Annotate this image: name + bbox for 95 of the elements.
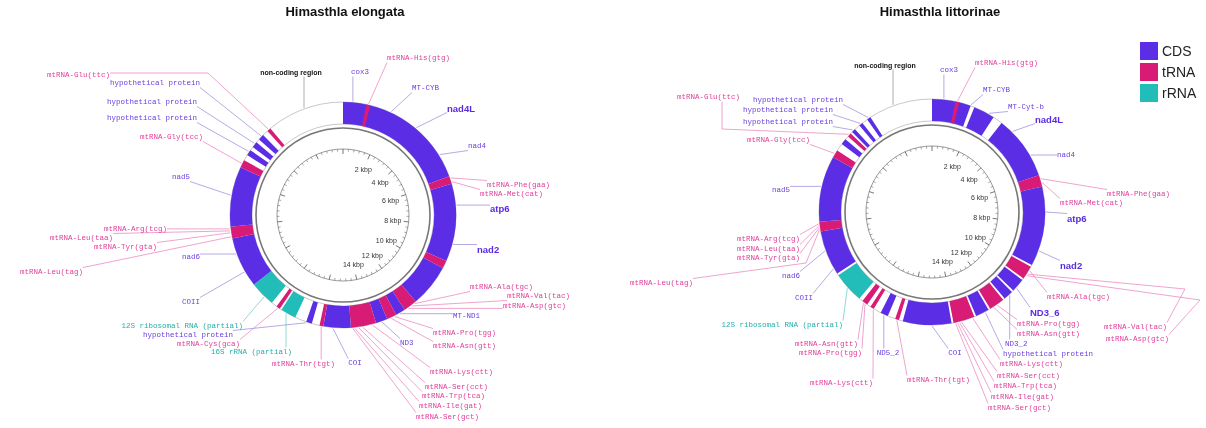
leader-line xyxy=(959,322,995,382)
leader-line xyxy=(970,94,984,106)
leader-line xyxy=(411,300,508,307)
leader-line xyxy=(812,268,834,294)
leader-line xyxy=(1009,295,1011,340)
legend-label: tRNA xyxy=(1162,63,1196,80)
legend-label: rRNA xyxy=(1162,84,1197,101)
leader-line xyxy=(372,324,431,368)
leader-line xyxy=(1016,287,1031,308)
leader-line xyxy=(196,122,249,152)
leader-line xyxy=(390,317,434,342)
leader-line xyxy=(957,322,992,393)
leader-line xyxy=(955,323,989,404)
leader-line xyxy=(390,92,413,113)
leader-line xyxy=(809,144,835,154)
leader-line xyxy=(721,101,849,135)
leader-line xyxy=(199,87,262,137)
leader-line xyxy=(414,291,471,304)
leader-line xyxy=(399,313,454,315)
leader-line xyxy=(883,314,885,349)
leader-line xyxy=(961,321,998,372)
leader-line xyxy=(352,328,417,413)
leader-line xyxy=(239,308,278,340)
leader-line xyxy=(861,303,866,349)
leader-line xyxy=(931,325,949,349)
leader-line xyxy=(943,74,945,99)
gene-label: nad4L xyxy=(447,103,475,113)
leader-line xyxy=(451,181,481,190)
leader-line xyxy=(112,230,231,234)
leader-line xyxy=(997,305,1018,320)
leader-line xyxy=(358,327,423,392)
leader-line xyxy=(872,309,874,379)
leader-line xyxy=(320,326,322,360)
leader-line xyxy=(957,67,976,102)
gene-label: atp6 xyxy=(1067,213,1087,223)
leader-line xyxy=(196,106,255,144)
leader-line xyxy=(1040,178,1108,190)
leader-line xyxy=(439,150,469,155)
leader-line xyxy=(303,76,305,109)
leader-line xyxy=(232,322,307,331)
leader-line xyxy=(988,111,1009,114)
gene-label: nad4L xyxy=(1035,114,1063,124)
leader-line xyxy=(692,229,820,279)
leader-line xyxy=(109,72,269,130)
leader-line xyxy=(82,236,232,268)
map-title: Himasthla elongata xyxy=(285,4,405,19)
leader-line xyxy=(972,318,1001,360)
leader-line xyxy=(1045,211,1068,214)
leader-line xyxy=(799,227,820,254)
leader-line xyxy=(842,287,848,321)
leader-line xyxy=(456,204,491,206)
leader-line xyxy=(285,313,287,348)
gene-label: nad2 xyxy=(477,244,500,254)
gene-label: atp6 xyxy=(490,203,510,213)
legend-label: CDS xyxy=(1162,42,1192,59)
gene-label: ND3_6 xyxy=(1030,307,1060,317)
leader-line xyxy=(1030,154,1058,156)
leader-line xyxy=(1029,270,1048,293)
leader-line xyxy=(799,223,819,235)
leader-line xyxy=(993,307,1018,330)
leader-line xyxy=(352,76,354,102)
leader-line xyxy=(408,308,504,309)
leader-line xyxy=(156,232,231,243)
leader-line xyxy=(1041,182,1061,199)
leader-line xyxy=(1012,123,1036,132)
leader-line xyxy=(381,321,401,339)
leader-line xyxy=(199,253,237,255)
leader-line xyxy=(368,62,388,105)
leader-line xyxy=(199,271,245,298)
leader-line xyxy=(842,104,869,118)
leader-line xyxy=(985,312,1004,350)
leader-line xyxy=(892,69,894,106)
leader-line xyxy=(415,112,448,129)
leader-line xyxy=(789,186,822,187)
leader-line xyxy=(450,177,488,181)
leader-line xyxy=(1027,273,1186,323)
leader-line xyxy=(1038,250,1061,261)
leader-line xyxy=(799,250,826,272)
leader-line xyxy=(857,302,864,340)
leader-line xyxy=(202,141,242,164)
leader-line xyxy=(332,328,349,359)
leader-line xyxy=(189,181,232,196)
leader-line xyxy=(452,244,478,245)
leader-line xyxy=(1026,275,1201,335)
leader-line xyxy=(394,316,434,329)
leader-line xyxy=(362,326,426,383)
leader-line xyxy=(896,320,908,376)
map-title: Himasthla littorinae xyxy=(879,4,1001,19)
leader-line xyxy=(242,296,265,322)
gene-label: nad2 xyxy=(1060,260,1083,270)
leader-line xyxy=(799,225,820,245)
leader-line xyxy=(354,328,420,402)
leader-line xyxy=(166,228,231,230)
leader-line xyxy=(832,114,861,124)
leader-line xyxy=(832,126,854,131)
